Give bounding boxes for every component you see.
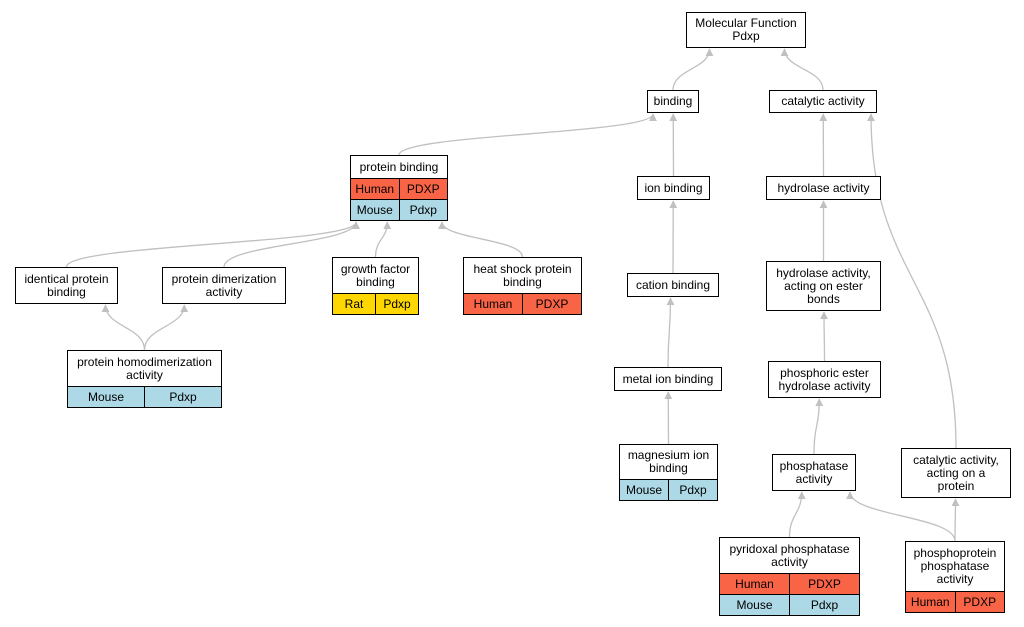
edge-heatshock-to-protein_binding [438,221,524,258]
node-label: catalytic activity [781,94,865,108]
node-label: magnesium ion binding [627,448,710,475]
edge-phosphoric-to-hydrolase_ester [820,311,829,362]
edge-catalytic_protein-to-catalytic [867,113,957,449]
species-cell: Rat [344,296,364,311]
node-label: heat shock protein binding [473,261,572,289]
annotation-row: Mouse Pdxp [720,594,859,615]
species-cell: Human [910,594,950,609]
annotation-row: Mouse Pdxp [620,479,717,500]
node-label: pyridoxal phosphatase activity [729,541,850,569]
node-label: metal ion binding [622,371,714,386]
edge-phosphoprotein-to-phosphatase [846,491,956,542]
node-catalytic-activity-acting-on-protein[interactable]: catalytic activity, acting on a protein [901,448,1011,498]
annotation-row: Human PDXP [464,293,581,314]
species-cell: Mouse [87,389,125,404]
species-cell: Human [735,576,774,591]
node-label: hydrolase activity [777,180,870,195]
node-identical-protein-binding[interactable]: identical protein binding [15,267,118,304]
gene-cell: Pdxp [668,480,717,500]
edge-protein_binding-to-binding [398,113,657,156]
edge-homodimer-to-identical [101,304,146,351]
edge-dimerization-to-protein_binding [223,221,360,268]
node-phosphatase-activity[interactable]: phosphatase activity [772,454,856,491]
node-cation-binding[interactable]: cation binding [627,273,719,297]
annotation-row: Mouse Pdxp [68,386,221,407]
edge-pyridoxal-to-phosphatase [788,491,806,538]
node-magnesium-ion-binding[interactable]: magnesium ion binding Mouse Pdxp [619,444,718,501]
node-protein-homodimerization-activity[interactable]: protein homodimerization activity Mouse … [67,350,222,408]
node-label: binding [653,94,693,108]
edge-homodimer-to-dimerization [143,304,189,351]
edge-growth-to-protein_binding [374,221,392,258]
node-catalytic-activity[interactable]: catalytic activity [769,90,877,113]
node-label: protein dimerization activity [171,271,277,299]
node-hydrolase-acting-on-ester-bonds[interactable]: hydrolase activity, acting on ester bond… [766,261,881,311]
node-label: identical protein binding [24,271,109,299]
node-ion-binding[interactable]: ion binding [637,176,710,200]
node-hydrolase-activity[interactable]: hydrolase activity [766,176,881,200]
edge-catalytic-to-mf [780,48,824,91]
species-cell: Mouse [736,597,773,612]
edge-metal-to-cation [666,297,675,368]
node-label: growth factor binding [340,261,411,289]
gene-cell: Pdxp [375,294,418,314]
species-cell: Human [473,296,513,311]
node-label: Molecular Function Pdxp [695,16,797,43]
species-cell: Mouse [625,482,663,497]
edge-binding-to-mf [672,48,714,91]
gene-cell: PDXP [789,574,859,594]
node-phosphoprotein-phosphatase-activity[interactable]: phosphoprotein phosphatase activity Huma… [905,541,1005,613]
edge-phosphatase-to-phosphoric [813,398,824,455]
annotation-row: Human PDXP [351,178,447,199]
node-molecular-function[interactable]: Molecular Function Pdxp [686,12,806,48]
node-label: hydrolase activity, acting on ester bond… [776,265,871,306]
gene-cell: Pdxp [789,595,859,615]
node-heat-shock-protein-binding[interactable]: heat shock protein binding Human PDXP [463,257,582,315]
node-label: phosphatase activity [779,458,849,486]
node-label: phosphoprotein phosphatase activity [913,546,997,586]
node-label: protein homodimerization activity [77,354,212,382]
gene-cell: PDXP [954,592,1005,612]
node-label: cation binding [635,277,711,292]
node-label: phosphoric ester hydrolase activity [778,365,871,393]
species-cell: Mouse [356,202,393,217]
node-protein-binding[interactable]: protein binding Human PDXP Mouse Pdxp [350,155,448,221]
annotation-row: Mouse Pdxp [351,199,447,220]
node-binding[interactable]: binding [647,90,699,113]
gene-cell: PDXP [522,294,581,314]
species-cell: Human [355,181,395,196]
gene-cell: PDXP [398,179,448,199]
edge-phosphoprotein-to-catalytic_protein [951,498,960,542]
annotation-row: Human PDXP [720,573,859,594]
node-metal-ion-binding[interactable]: metal ion binding [614,367,722,391]
node-label: catalytic activity, acting on a protein [913,452,999,493]
node-growth-factor-binding[interactable]: growth factor binding Rat Pdxp [332,257,419,315]
node-protein-dimerization-activity[interactable]: protein dimerization activity [162,267,286,304]
edge-identical-to-protein_binding [65,221,360,268]
gene-cell: Pdxp [144,387,221,407]
annotation-row: Human PDXP [906,591,1004,612]
node-label: ion binding [644,180,703,195]
node-pyridoxal-phosphatase-activity[interactable]: pyridoxal phosphatase activity Human PDX… [719,537,860,616]
node-label: protein binding [359,159,439,174]
annotation-row: Rat Pdxp [333,293,418,314]
node-phosphoric-ester-hydrolase[interactable]: phosphoric ester hydrolase activity [768,361,881,398]
gene-cell: Pdxp [398,200,448,220]
